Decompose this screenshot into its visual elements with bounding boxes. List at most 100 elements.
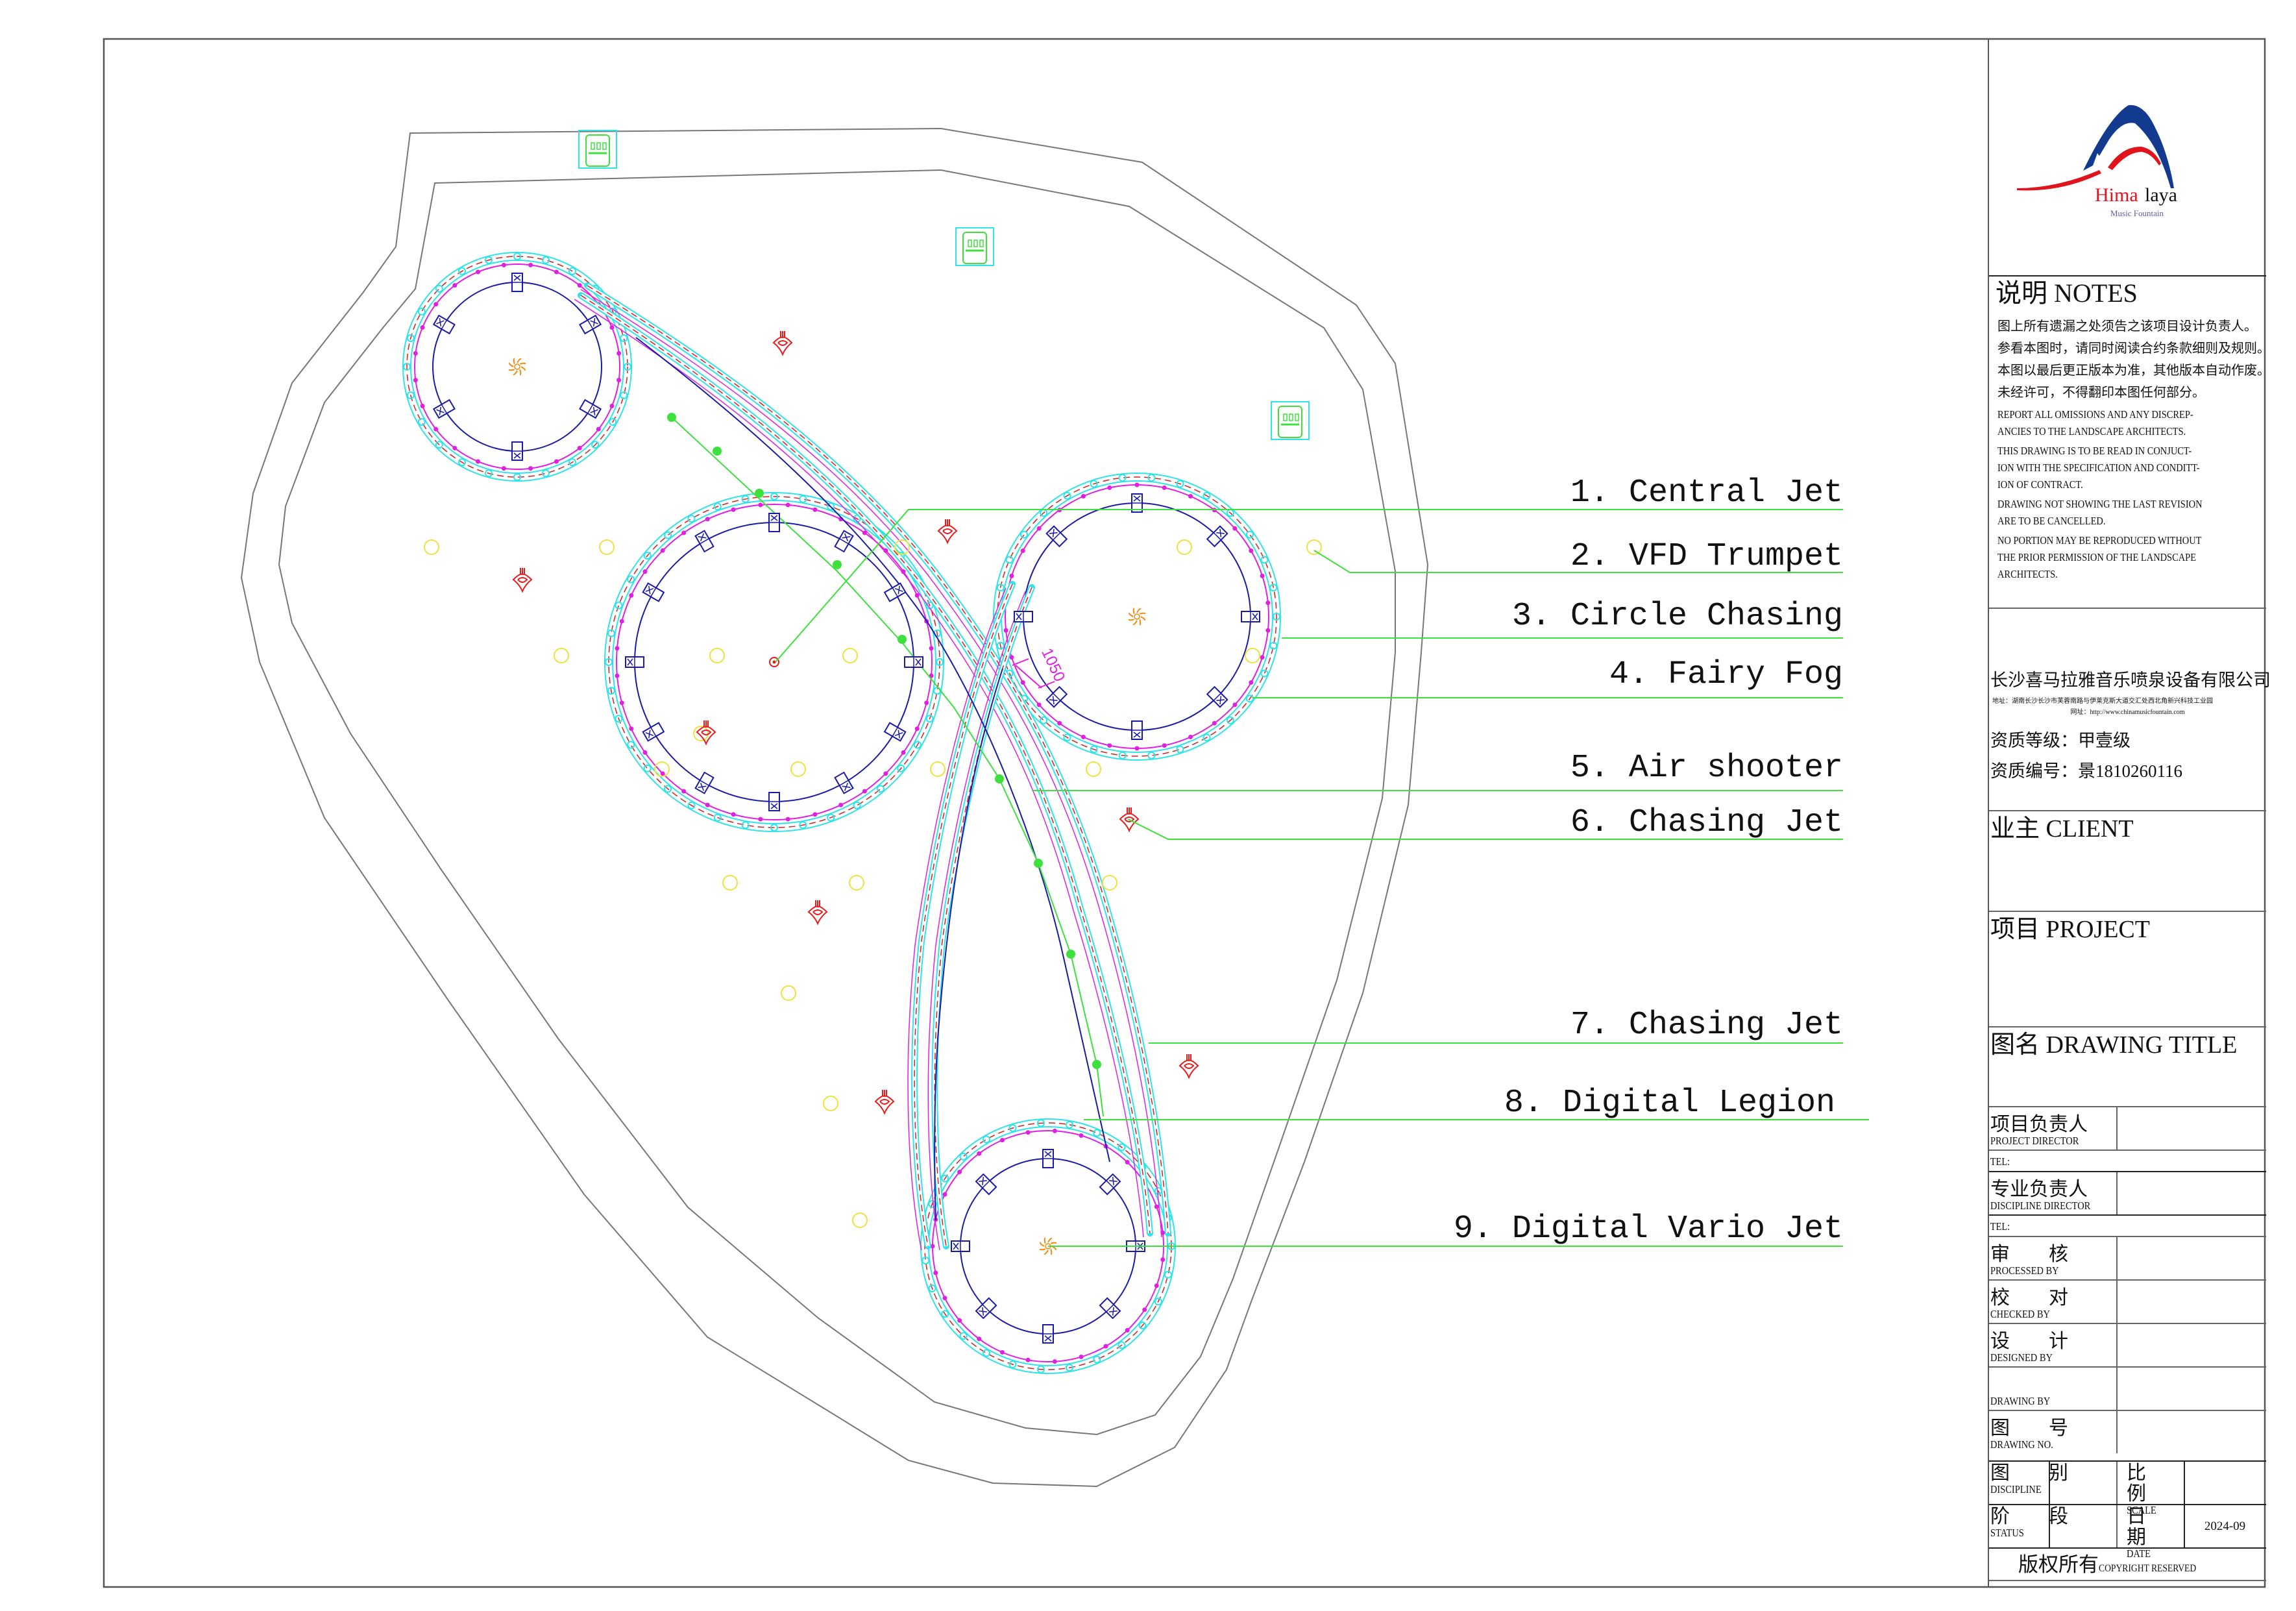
fog-nozzle bbox=[942, 1192, 947, 1197]
jet-nozzle-icon bbox=[883, 582, 907, 602]
chasing-nozzle bbox=[1269, 641, 1278, 650]
fairy-fog-icon bbox=[852, 1212, 868, 1228]
status-date-row: 阶 段 STATUS 日 期 DATE 2024-09 bbox=[1989, 1504, 2266, 1560]
jet-nozzle-icon bbox=[768, 513, 780, 532]
chasing-nozzle bbox=[713, 502, 722, 511]
jet-nozzle-icon bbox=[1241, 611, 1260, 622]
fog-nozzle bbox=[1107, 485, 1112, 490]
note-en-line: ANCIES TO THE LANDSCAPE ARCHITECTS. bbox=[1997, 425, 2186, 437]
signoff-value[interactable] bbox=[2116, 1411, 2266, 1453]
ring-cyan-inner bbox=[410, 260, 624, 474]
tel-label: TEL: bbox=[1990, 1155, 2010, 1168]
signoff-label-cn: 设 计 bbox=[1990, 1331, 2068, 1352]
vfd-trumpet-icon bbox=[696, 720, 716, 746]
note-en-line: NO PORTION MAY BE REPRODUCED WITHOUT bbox=[1997, 534, 2202, 547]
date-value[interactable]: 2024-09 bbox=[2184, 1505, 2265, 1547]
jet-nozzle-icon bbox=[975, 1173, 997, 1196]
signoff-label-en: PROJECT DIRECTOR bbox=[1990, 1135, 2079, 1147]
fog-nozzle bbox=[596, 426, 601, 432]
chasing-nozzle bbox=[1203, 491, 1211, 500]
ring-chasing-dashed bbox=[997, 476, 1277, 757]
note-en-line: THE PRIOR PERMISSION OF THE LANDSCAPE bbox=[1997, 551, 2197, 563]
legend-label-6: 6. Chasing Jet bbox=[1570, 804, 1843, 841]
fog-nozzle bbox=[1125, 1327, 1130, 1333]
chasing-nozzle bbox=[1176, 480, 1184, 488]
signoff-value[interactable] bbox=[2116, 1172, 2266, 1214]
jet-nozzle-icon bbox=[1206, 525, 1228, 548]
note-cn-line: 参看本图时，请同时阅读合约条款细则及规则。 bbox=[1997, 341, 2270, 356]
chasing-nozzle bbox=[1093, 1129, 1101, 1137]
fog-nozzle bbox=[609, 403, 615, 408]
fog-nozzle bbox=[731, 507, 736, 512]
status-value[interactable] bbox=[2049, 1505, 2118, 1547]
fairy-fog-icon bbox=[790, 761, 806, 777]
signoff-value[interactable] bbox=[2116, 1107, 2266, 1150]
jet-nozzle-icon bbox=[694, 771, 714, 794]
chasing-nozzle bbox=[713, 813, 722, 822]
logo-text-hima: Hima bbox=[2095, 184, 2138, 206]
chasing-nozzle bbox=[687, 515, 696, 523]
legend-label-9: 9. Digital Vario Jet bbox=[1454, 1211, 1843, 1248]
fairy-fog-icon bbox=[849, 875, 864, 891]
company-section: 长沙喜马拉雅音乐喷泉设备有限公司 地址：湖南长沙长沙市芙蓉南路与伊莱克斯大道交汇… bbox=[1989, 608, 2271, 810]
date-en: DATE bbox=[2127, 1547, 2151, 1560]
discipline-label: 图 别 DISCIPLINE bbox=[1990, 1463, 2068, 1495]
chasing-nozzle bbox=[664, 531, 672, 539]
company-address: 地址：湖南长沙长沙市芙蓉南路与伊莱克斯大道交汇处西北角新兴科技工业园 bbox=[1992, 698, 2213, 705]
fog-nozzle bbox=[577, 445, 582, 450]
chasing-nozzle bbox=[959, 1332, 968, 1340]
scale-value[interactable] bbox=[2184, 1462, 2266, 1504]
jet-nozzle-icon bbox=[1042, 1324, 1054, 1344]
status-cn: 阶 段 bbox=[1990, 1506, 2068, 1527]
fairy-fog-icon bbox=[1102, 875, 1117, 891]
chasing-nozzle bbox=[853, 515, 861, 523]
chasing-nozzle bbox=[1164, 1270, 1172, 1279]
chasing-nozzle bbox=[996, 641, 1005, 650]
discipline-value[interactable] bbox=[2049, 1462, 2118, 1504]
chasing-nozzle bbox=[1245, 530, 1254, 539]
fairy-fog-icon bbox=[709, 648, 725, 663]
note-en-paragraph: REPORT ALL OMISSIONS AND ANY DISCREP- ANC… bbox=[1997, 406, 2266, 440]
fog-nozzle bbox=[681, 789, 687, 794]
fog-nozzle bbox=[434, 426, 439, 432]
notes-section: 说明 NOTES 图上所有遗漏之处须告之该项目设计负责人。参看本图时，请同时阅读… bbox=[1989, 275, 2270, 608]
jet-nozzle-icon bbox=[834, 771, 854, 794]
fog-nozzle bbox=[615, 673, 620, 678]
fog-nozzle bbox=[617, 378, 622, 383]
chasing-nozzle bbox=[983, 1135, 990, 1144]
legend-label-5: 5. Air shooter bbox=[1570, 750, 1843, 787]
note-en-line: REPORT ALL OMISSIONS AND ANY DISCREP- bbox=[1997, 408, 2193, 421]
chasing-nozzle bbox=[1040, 716, 1048, 724]
fog-nozzle bbox=[1188, 734, 1193, 739]
signoff-label-en: PROCESSED BY bbox=[1990, 1264, 2059, 1277]
note-en-paragraph: NO PORTION MAY BE REPRODUCED WITHOUT THE … bbox=[1997, 532, 2266, 583]
signoff-label-en: CHECKED BY bbox=[1990, 1308, 2050, 1320]
signoff-value[interactable] bbox=[2116, 1368, 2266, 1410]
signoff-label-en: DESIGNED BY bbox=[1990, 1351, 2053, 1364]
fog-nozzle bbox=[1103, 1344, 1108, 1349]
chasing-nozzle bbox=[1138, 1322, 1147, 1330]
fairy-fog-icon bbox=[781, 985, 796, 1001]
fog-nozzle bbox=[785, 817, 790, 822]
signoff-value[interactable] bbox=[2116, 1281, 2266, 1323]
fog-nozzle bbox=[554, 459, 559, 464]
fog-nozzle bbox=[1162, 485, 1167, 490]
chasing-nozzle bbox=[1273, 613, 1280, 621]
note-en-line: ION OF CONTRACT. bbox=[1997, 478, 2083, 491]
fairy-fog-icon bbox=[842, 648, 858, 663]
chasing-nozzle bbox=[983, 1349, 990, 1357]
signoff-value[interactable] bbox=[2116, 1237, 2266, 1279]
company-logo: Hima laya Music Fountain bbox=[2017, 105, 2177, 218]
fog-nozzle bbox=[1052, 1128, 1057, 1133]
chasing-nozzle bbox=[799, 495, 807, 503]
signoff-label-en: DRAWING BY bbox=[1990, 1395, 2051, 1407]
company-name: 长沙喜马拉雅音乐喷泉设备有限公司 bbox=[1990, 670, 2271, 690]
status-en: STATUS bbox=[1990, 1527, 2024, 1539]
chasing-nozzle bbox=[615, 601, 623, 609]
signoff-value[interactable] bbox=[2116, 1324, 2266, 1366]
fog-nozzle bbox=[476, 459, 481, 464]
